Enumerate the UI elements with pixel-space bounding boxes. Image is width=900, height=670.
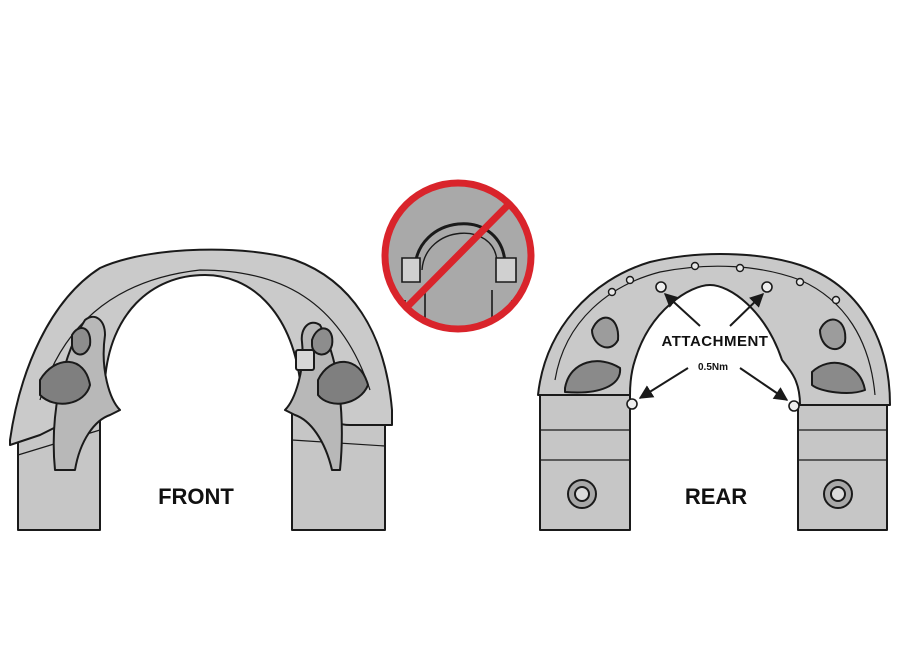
front-left-slot [39,360,91,405]
torque-label: 0.5Nm [698,362,728,373]
attachment-label: ATTACHMENT [662,333,769,350]
rear-label: REAR [685,484,747,509]
front-right-clip [295,349,315,371]
rear-bracket-view [537,253,891,531]
rear-bridge-arch [537,253,891,406]
incorrect-install-inset [381,179,535,333]
front-right-slot [317,360,369,405]
rear-attachment-point-bottom-right [788,400,800,412]
prohibition-slash [403,201,512,311]
rear-attachment-point-top-right [761,281,773,293]
rear-right-fork-leg [797,404,888,531]
rear-left-slot [564,360,622,394]
front-label: FRONT [158,484,234,509]
front-bracket-view [9,248,393,531]
prohibition-ring [381,179,535,333]
rear-attachment-point-bottom-left [626,398,638,410]
rear-right-slot [811,361,866,394]
front-bridge-arch [9,248,393,446]
rear-left-fork-leg [539,394,631,531]
rear-attachment-point-top-left [655,281,667,293]
attachment-arrows [638,293,789,401]
